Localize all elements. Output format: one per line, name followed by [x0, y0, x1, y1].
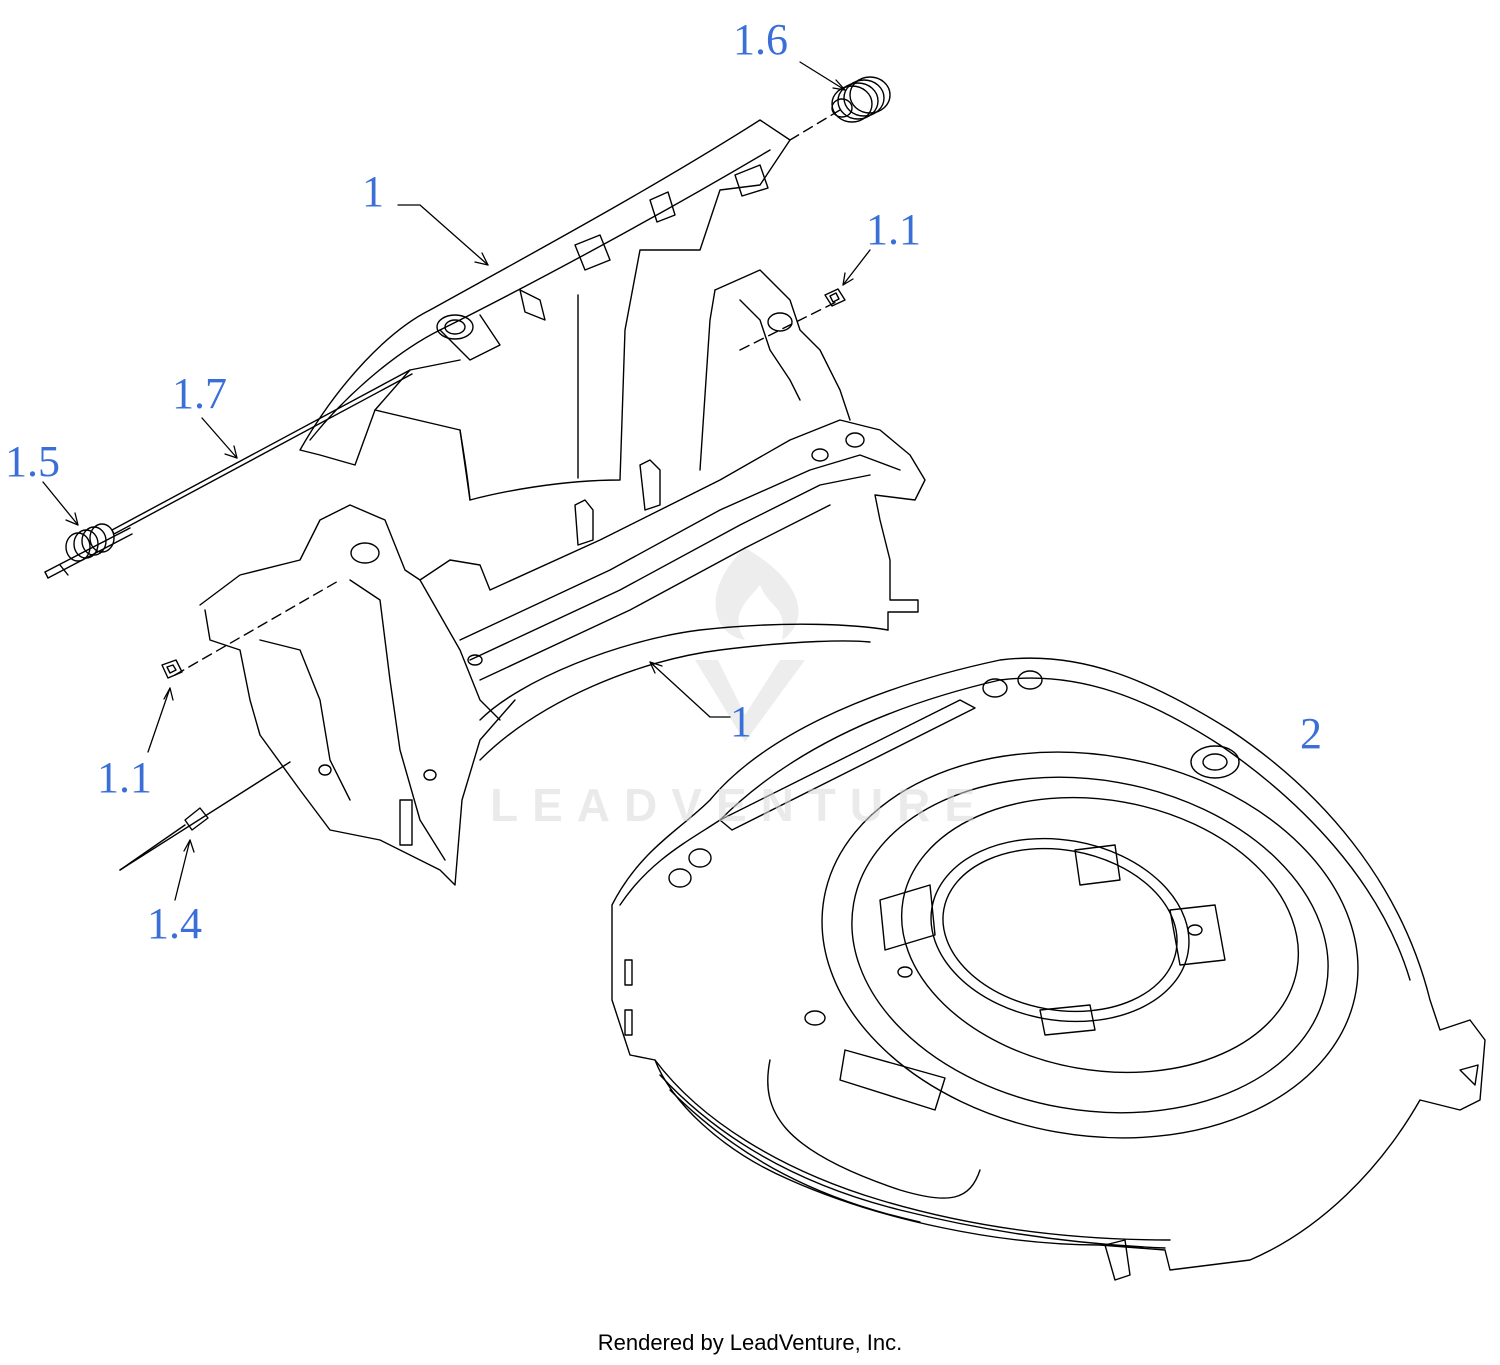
callout-leaders: [42, 61, 871, 901]
callout-1-6[interactable]: 1.6: [733, 15, 788, 64]
spring-right: [831, 76, 891, 123]
callout-1-top[interactable]: 1: [362, 167, 384, 216]
watermark-text: LEADVENTURE: [490, 779, 990, 831]
callout-1-1-left[interactable]: 1.1: [97, 753, 152, 802]
callout-1-7[interactable]: 1.7: [172, 369, 227, 418]
nut-left: [161, 659, 183, 679]
callout-2[interactable]: 2: [1300, 709, 1322, 758]
render-credit: Rendered by LeadVenture, Inc.: [597, 1330, 903, 1355]
callout-1-4[interactable]: 1.4: [147, 899, 202, 948]
callout-1-bottom[interactable]: 1: [730, 697, 752, 746]
callout-1-1-right[interactable]: 1.1: [866, 205, 921, 254]
callout-1-5[interactable]: 1.5: [5, 437, 60, 486]
lower-rod: [119, 761, 291, 871]
rear-flap-lower: [199, 269, 926, 886]
hinge-axis-lines: [174, 109, 841, 676]
watermark-flame-icon: [695, 548, 805, 742]
mower-deck: [611, 657, 1486, 1281]
hinge-rod: [111, 369, 413, 535]
spring-left: [44, 523, 133, 579]
nut-right: [824, 288, 846, 307]
